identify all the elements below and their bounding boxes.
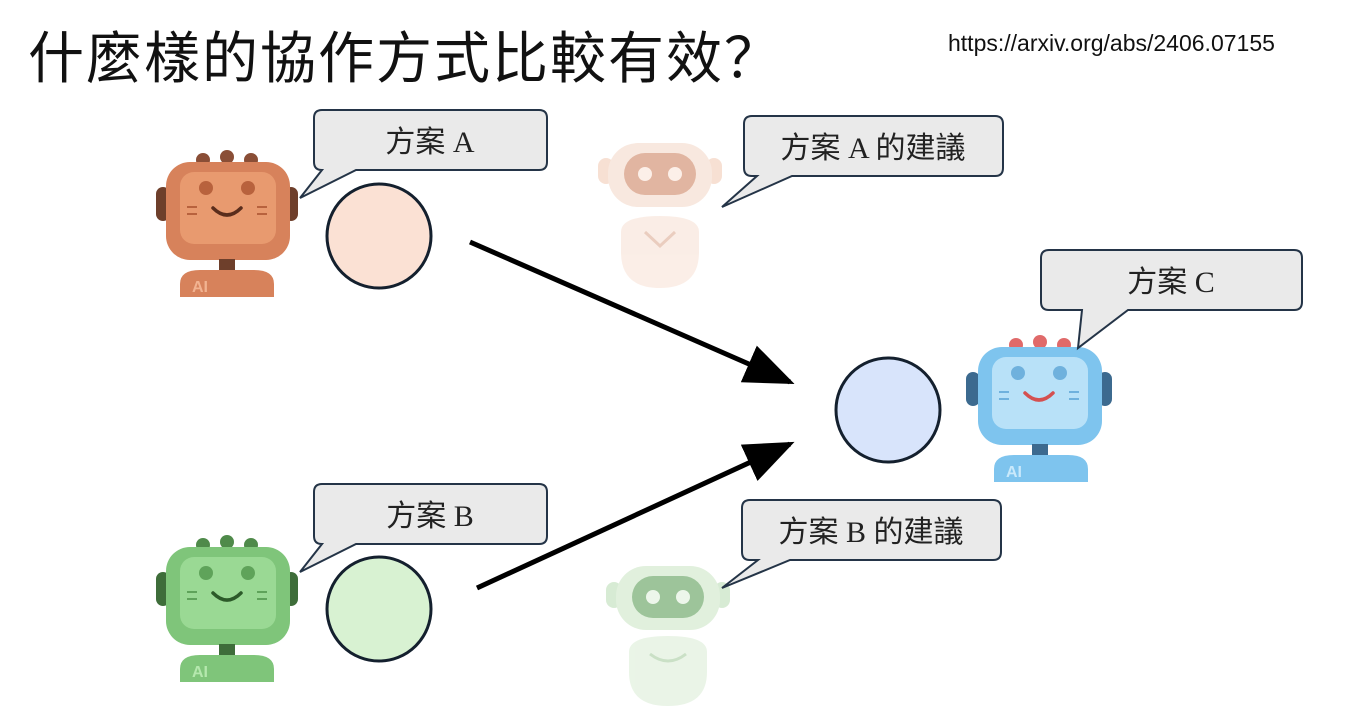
advisor-robot-a-icon bbox=[598, 143, 722, 288]
bubble-plan-b-advice-text: 方案 B 的建議 bbox=[778, 516, 963, 549]
page-title: 什麼樣的協作方式比較有效？ bbox=[28, 27, 782, 92]
arrow-b-to-c bbox=[475, 441, 795, 591]
plan-a-circle bbox=[325, 182, 433, 290]
bubble-plan-b-text: 方案 B bbox=[386, 500, 474, 533]
bubble-plan-a-advice-text: 方案 A 的建議 bbox=[780, 132, 965, 165]
bubble-plan-c-text: 方案 C bbox=[1127, 266, 1215, 299]
robot-a-icon: AI bbox=[156, 150, 298, 297]
source-url-link[interactable]: https://arxiv.org/abs/2406.07155 bbox=[948, 30, 1275, 56]
bubble-plan-a-advice: 方案 A 的建議 bbox=[721, 115, 1004, 208]
robot-b-icon: AI bbox=[156, 535, 298, 682]
arrow-a-to-c bbox=[468, 239, 795, 385]
bubble-plan-b-advice: 方案 B 的建議 bbox=[721, 499, 1002, 589]
bubble-plan-c: 方案 C bbox=[1040, 249, 1303, 351]
bubble-plan-b: 方案 B bbox=[299, 483, 548, 573]
bubble-plan-a: 方案 A bbox=[299, 109, 548, 199]
robot-b-badge: AI bbox=[192, 664, 208, 681]
plan-b-circle bbox=[325, 555, 433, 663]
plan-c-circle bbox=[834, 356, 942, 464]
advisor-robot-b-icon bbox=[606, 566, 730, 706]
robot-c-badge: AI bbox=[1006, 464, 1022, 481]
bubble-plan-a-text: 方案 A bbox=[385, 126, 474, 159]
robot-a-badge: AI bbox=[192, 279, 208, 296]
robot-c-icon: AI bbox=[966, 335, 1112, 482]
